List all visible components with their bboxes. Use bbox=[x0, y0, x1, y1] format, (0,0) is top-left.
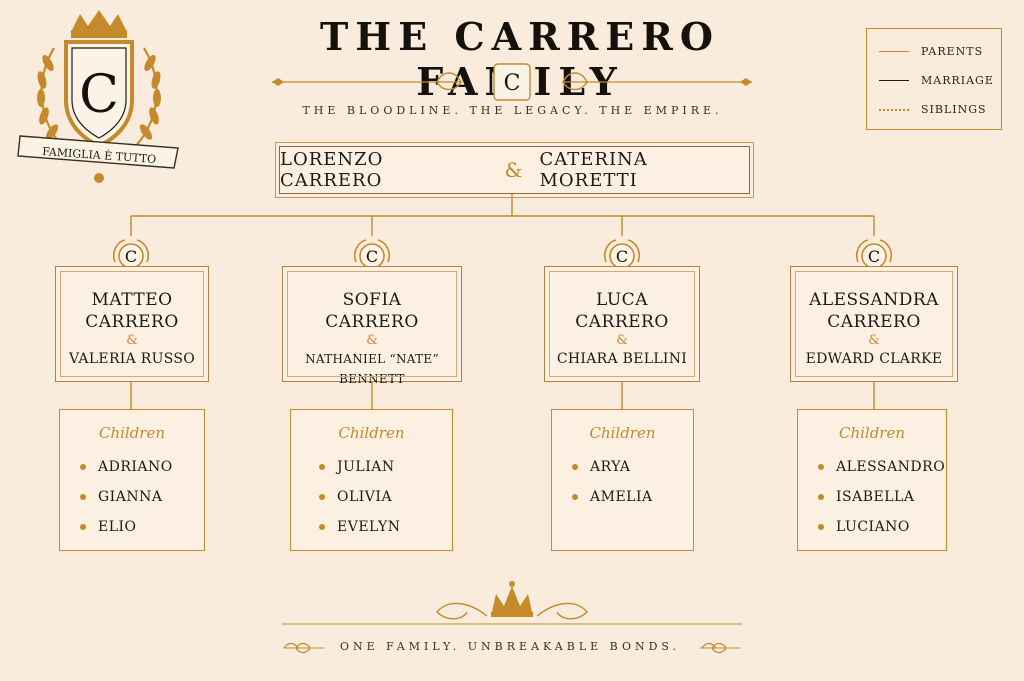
child-item: ISABELLA bbox=[818, 482, 946, 512]
svg-text:C: C bbox=[868, 247, 880, 266]
footer-right-flourish bbox=[700, 642, 740, 654]
child-item: GIANNA bbox=[80, 482, 204, 512]
root-person-right: CATERINA MORETTI bbox=[539, 149, 648, 191]
child-item: OLIVIA bbox=[319, 482, 452, 512]
title-ornament: C bbox=[272, 63, 752, 101]
root-person-left: LORENZO CARRERO bbox=[280, 149, 384, 191]
spouse-name: CHIARA BELLINI bbox=[556, 351, 688, 367]
children-heading: Children bbox=[589, 424, 656, 442]
root-couple-box: LORENZO CARRERO & CATERINA MORETTI bbox=[275, 142, 754, 198]
couple-box-alessandra: ALESSANDRA CARRERO & EDWARD CLARKE bbox=[790, 266, 958, 382]
child-item: ALESSANDRO bbox=[818, 452, 946, 482]
ampersand: & bbox=[366, 333, 378, 348]
family-crest: C FAMIGLIA È TUTTO bbox=[17, 10, 179, 183]
ampersand: & bbox=[868, 333, 880, 348]
children-heading: Children bbox=[838, 424, 906, 442]
person-surname: CARRERO bbox=[325, 312, 419, 332]
ampersand: & bbox=[616, 333, 628, 348]
child-item: JULIAN bbox=[319, 452, 452, 482]
spouse-name: VALERIA RUSSO bbox=[68, 351, 196, 367]
spouse-name: NATHANIEL “NATE” BENNETT bbox=[305, 352, 439, 386]
svg-text:C: C bbox=[366, 247, 378, 266]
tagline: THE BLOODLINE. THE LEGACY. THE EMPIRE. bbox=[302, 104, 723, 117]
person-name: MATTEO bbox=[91, 290, 173, 310]
couple-box-sofia: SOFIA CARRERO & NATHANIEL “NATE” BENNETT bbox=[282, 266, 462, 386]
footer-motto: ONE FAMILY. UNBREAKABLE BONDS. bbox=[339, 640, 681, 653]
svg-text:C: C bbox=[504, 71, 521, 96]
legend: PARENTS MARRIAGE SIBLINGS bbox=[866, 28, 1002, 130]
svg-text:C: C bbox=[79, 65, 119, 125]
children-heading: Children bbox=[338, 424, 405, 442]
children-box-luca: Children ARYA AMELIA bbox=[551, 409, 694, 551]
person-surname: CARRERO bbox=[85, 312, 179, 332]
child-item: LUCIANO bbox=[818, 512, 946, 542]
child-item: ELIO bbox=[80, 512, 204, 542]
couple-box-luca: LUCA CARRERO & CHIARA BELLINI bbox=[544, 266, 700, 382]
children-box-alessandra: Children ALESSANDRO ISABELLA LUCIANO bbox=[797, 409, 947, 551]
root-ampersand: & bbox=[504, 158, 524, 182]
couple-box-matteo: MATTEO CARRERO & VALERIA RUSSO bbox=[55, 266, 209, 382]
child-item: AMELIA bbox=[572, 482, 693, 512]
person-name: LUCA bbox=[596, 290, 648, 310]
crown-ornament bbox=[282, 581, 742, 648]
person-surname: CARRERO bbox=[827, 312, 921, 332]
legend-item-siblings: SIBLINGS bbox=[879, 103, 987, 116]
child-item: ADRIANO bbox=[80, 452, 204, 482]
footer-left-flourish bbox=[284, 642, 324, 654]
child-item: EVELYN bbox=[319, 512, 452, 542]
spouse-name: EDWARD CLARKE bbox=[805, 351, 943, 367]
ampersand: & bbox=[126, 333, 138, 348]
branch-crest-icon: C bbox=[855, 239, 893, 269]
person-surname: CARRERO bbox=[575, 312, 669, 332]
child-item: ARYA bbox=[572, 452, 693, 482]
legend-item-marriage: MARRIAGE bbox=[879, 74, 994, 87]
children-box-matteo: Children ADRIANO GIANNA ELIO bbox=[59, 409, 205, 551]
branch-crest-icon: C bbox=[603, 239, 641, 269]
children-heading: Children bbox=[98, 424, 166, 442]
svg-text:C: C bbox=[125, 247, 137, 266]
legend-item-parents: PARENTS bbox=[879, 45, 983, 58]
svg-text:C: C bbox=[616, 247, 628, 266]
person-name: SOFIA bbox=[342, 290, 402, 310]
children-box-sofia: Children JULIAN OLIVIA EVELYN bbox=[290, 409, 453, 551]
person-name: ALESSANDRA bbox=[809, 290, 939, 310]
branch-crest-icon: C bbox=[353, 239, 391, 269]
